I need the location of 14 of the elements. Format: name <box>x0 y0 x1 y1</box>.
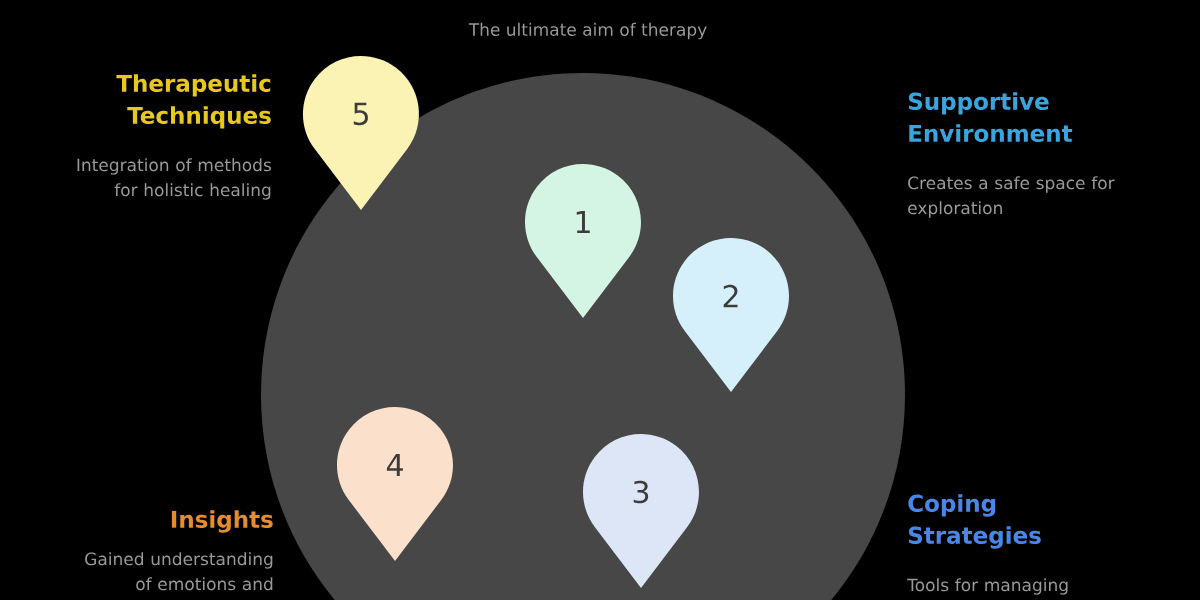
map-pin: 1 <box>525 163 641 318</box>
heading: Supportive Environment <box>908 92 1073 142</box>
map-pin: 4 <box>337 406 453 561</box>
heading: Therapeutic Techniques <box>116 74 271 129</box>
heading: Insights <box>171 510 273 533</box>
description: Creates a safe space for exploration <box>908 176 1115 218</box>
map-pin: 5 <box>303 55 419 210</box>
map-pin: 3 <box>583 433 699 588</box>
subtitle: The ultimate aim of therapy <box>468 22 707 40</box>
description: Integration of methods for holistic healing <box>77 158 271 200</box>
description: Tools for managing <box>907 578 1068 595</box>
heading: Coping Strategies <box>908 494 1041 549</box>
map-pin: 2 <box>673 237 789 392</box>
description: Gained understanding of emotions and <box>85 552 273 591</box>
